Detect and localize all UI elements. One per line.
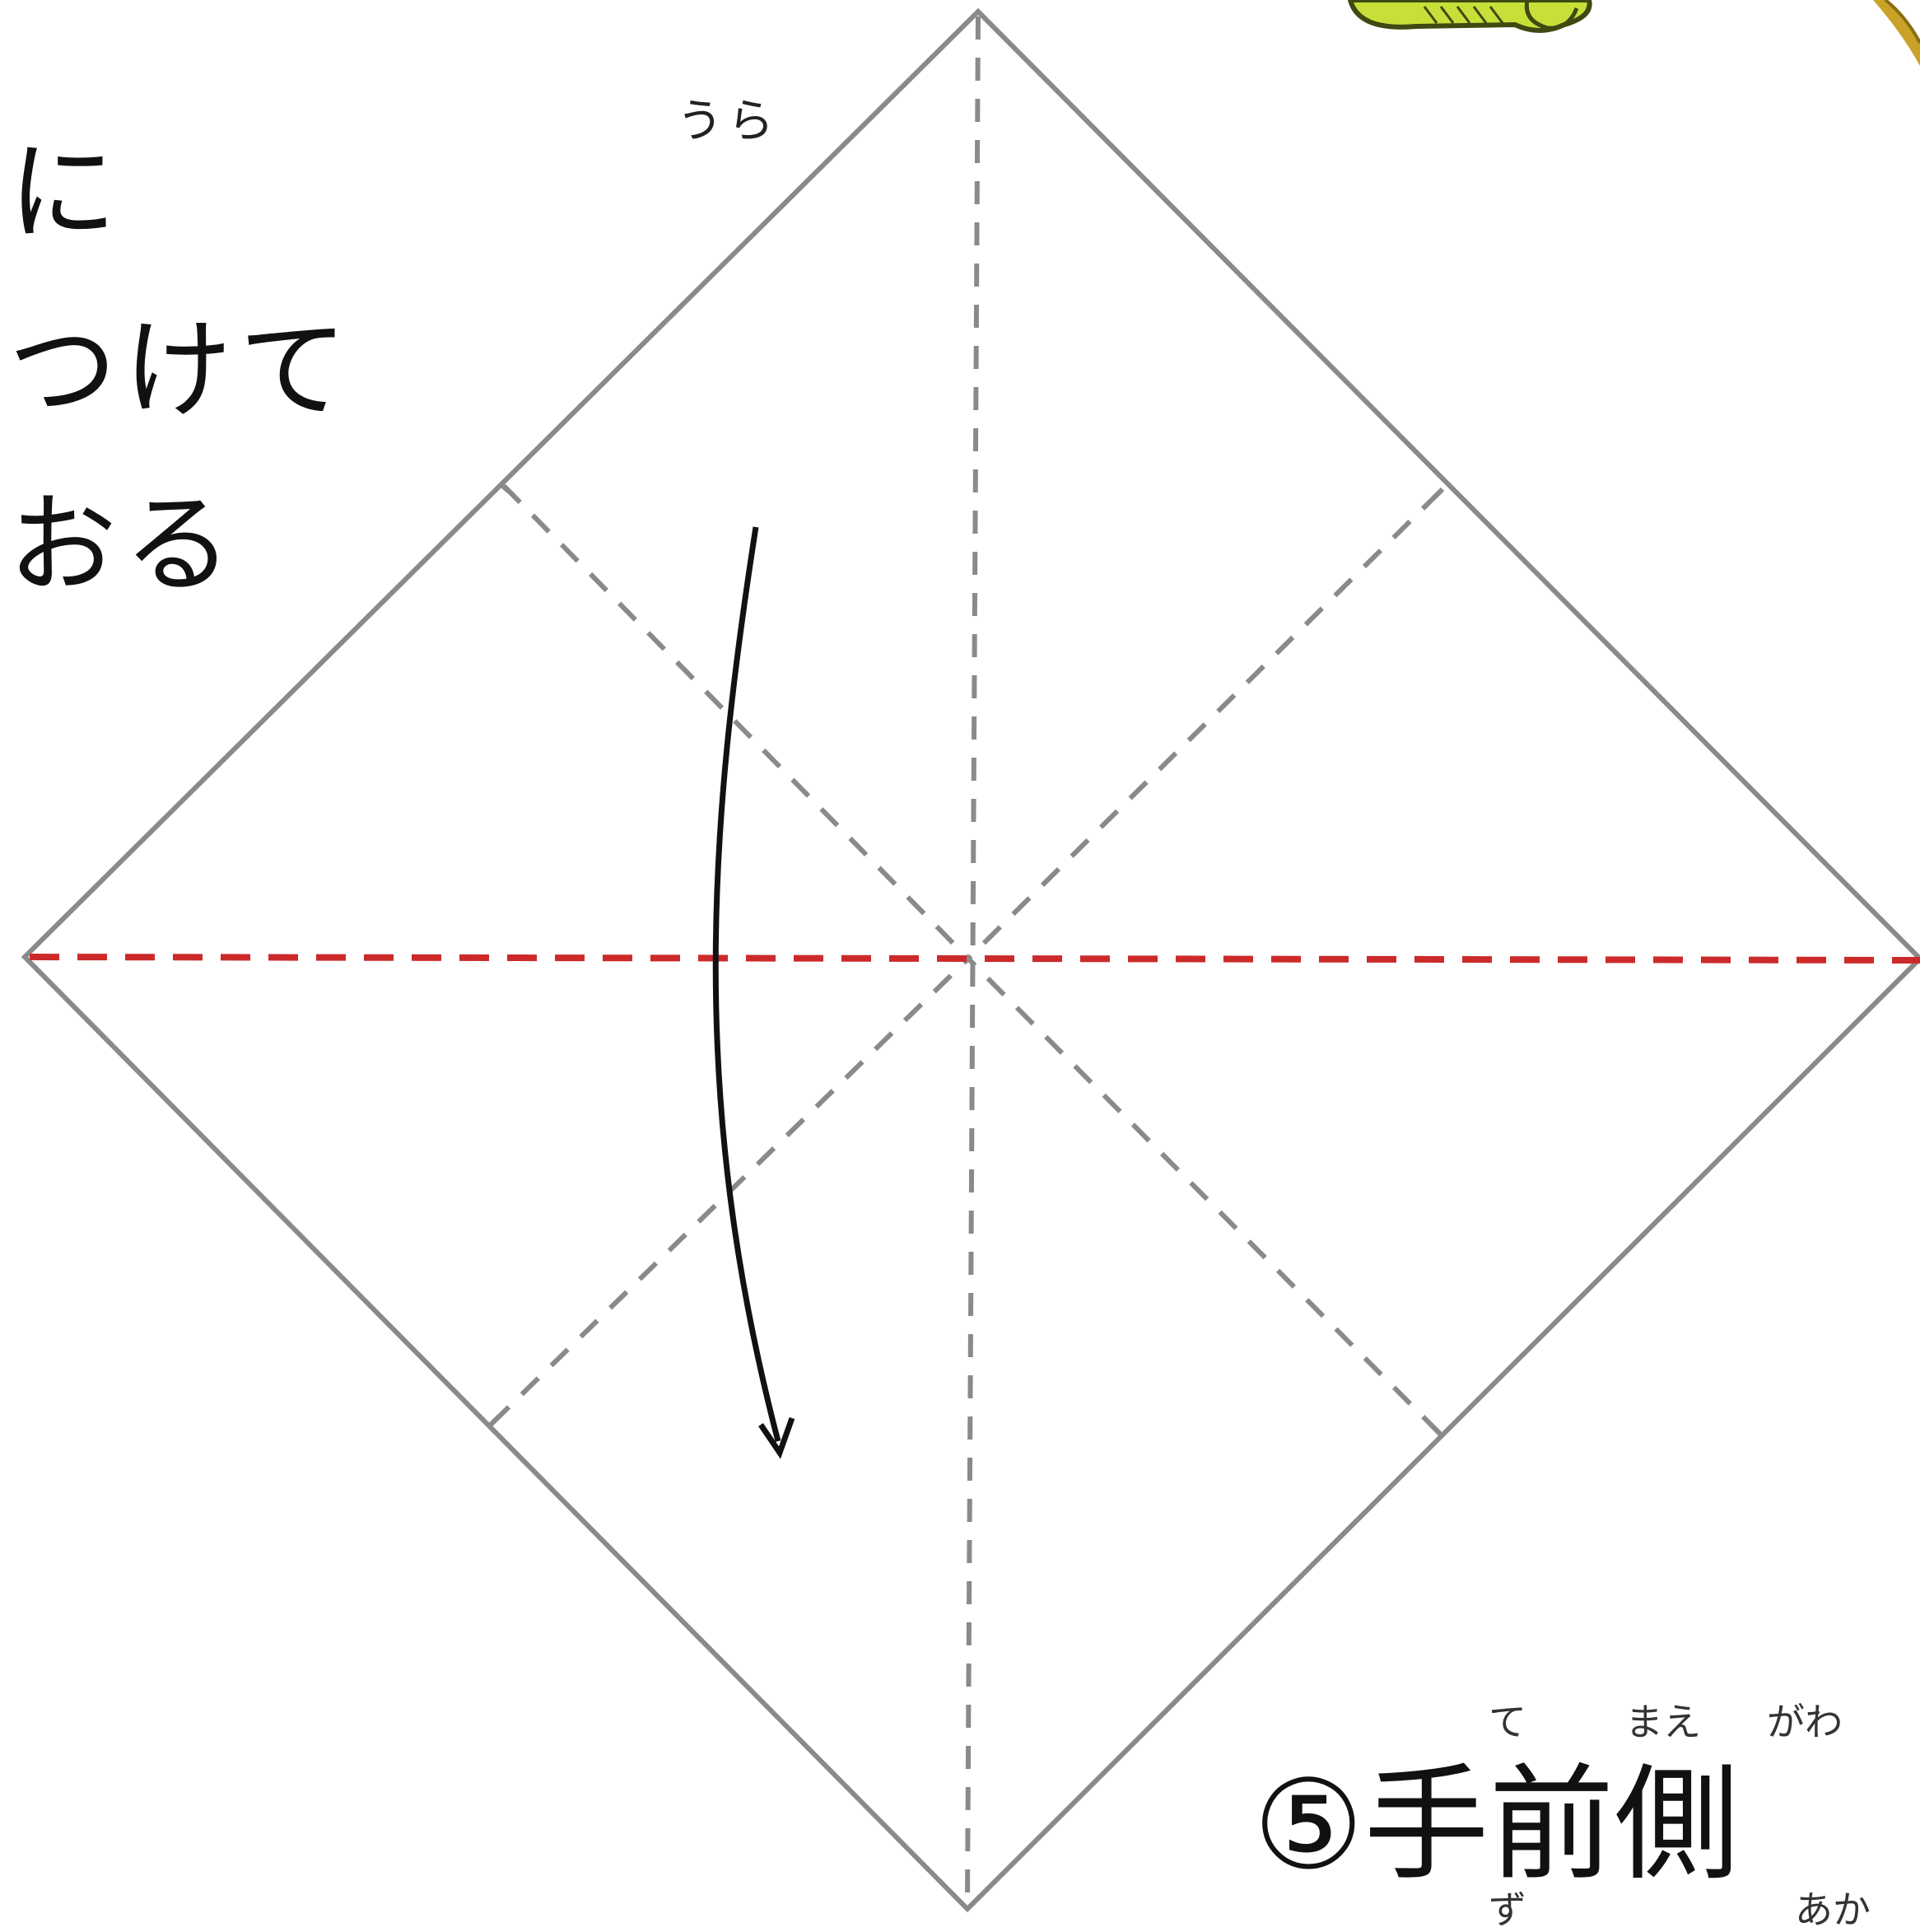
- instruction-line-1: に: [8, 129, 123, 256]
- bottom-furigana-aka: あか: [1795, 1888, 1871, 1932]
- paper-outline: [21, 7, 1920, 1913]
- corner-accent: [1873, 0, 1920, 66]
- step-title-text: 手前側: [1363, 1752, 1740, 1897]
- furigana-te: て: [1489, 1700, 1526, 1744]
- edge-mark-left-bottom: [487, 1414, 501, 1429]
- side-label-back: うら: [677, 95, 779, 148]
- instruction-line-2: つけて: [8, 307, 354, 434]
- edge-mark-right-bottom: [1430, 1424, 1445, 1439]
- fold-arrow-head: [758, 1416, 795, 1459]
- diagonal-crease-left-top: [501, 483, 971, 961]
- diagonal-crease-right-top: [966, 490, 1442, 961]
- fold-arrow: [712, 526, 781, 1442]
- furigana-mae: まえ: [1625, 1700, 1701, 1744]
- diagonal-crease-right-bottom: [966, 956, 1442, 1435]
- step-number: ⑤: [1253, 1754, 1364, 1897]
- decorative-illustration: [1347, 0, 1592, 33]
- instruction-line-3: おる: [8, 482, 239, 609]
- edge-mark-left-top: [499, 482, 514, 497]
- edge-mark-right-top: [1430, 487, 1445, 502]
- vertical-crease: [965, 16, 981, 1905]
- step-title: ⑤手前側: [1253, 1762, 1739, 1888]
- fold-line: [29, 954, 1920, 964]
- bottom-furigana-zu: ず: [1489, 1888, 1526, 1932]
- furigana-gawa: がわ: [1767, 1700, 1843, 1744]
